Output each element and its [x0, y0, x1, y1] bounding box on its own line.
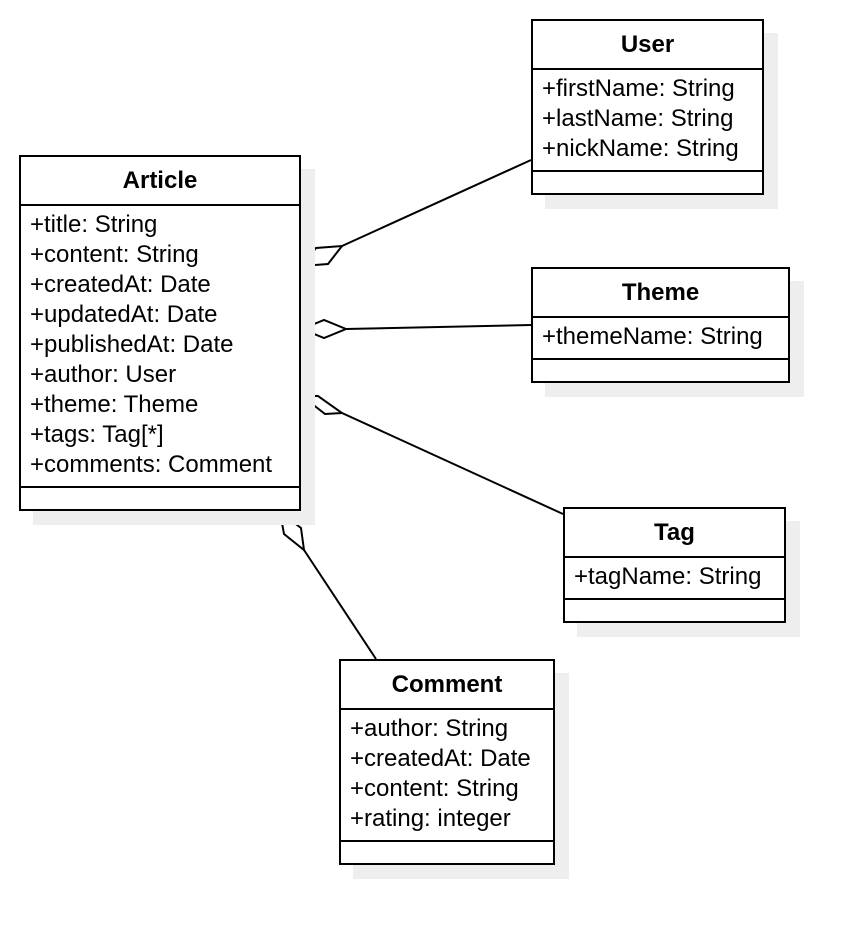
- attribute: +nickName: String: [542, 135, 739, 162]
- attribute: +author: User: [30, 361, 177, 388]
- class-comment[interactable]: Comment +author: String +createdAt: Date…: [339, 659, 555, 865]
- attribute: +tagName: String: [574, 563, 762, 590]
- class-user[interactable]: User +firstName: String +lastName: Strin…: [531, 19, 764, 195]
- attribute: +tags: Tag[*]: [30, 421, 164, 448]
- attribute: +rating: integer: [350, 805, 511, 832]
- class-article-name: Article: [21, 157, 299, 206]
- class-theme-methods: [533, 360, 788, 376]
- class-user-methods: [533, 172, 762, 188]
- attribute: +content: String: [30, 241, 199, 268]
- class-theme[interactable]: Theme +themeName: String: [531, 267, 790, 383]
- class-tag-methods: [565, 600, 784, 616]
- class-theme-name: Theme: [533, 269, 788, 318]
- class-article-methods: [21, 488, 299, 504]
- aggregation-diamond-theme: [299, 318, 349, 340]
- aggregation-diamond-tag: [299, 395, 345, 416]
- attribute: +createdAt: Date: [30, 271, 211, 298]
- aggregation-line-tag: [341, 412, 564, 515]
- attribute: +author: String: [350, 715, 509, 742]
- attribute: +title: String: [30, 211, 158, 238]
- attribute: +theme: Theme: [30, 391, 199, 418]
- attribute: +publishedAt: Date: [30, 331, 234, 358]
- class-tag-name: Tag: [565, 509, 784, 558]
- aggregation-diamond-comment: [278, 509, 306, 553]
- aggregation-line-user: [341, 159, 532, 247]
- class-user-attributes: +firstName: String +lastName: String +ni…: [533, 70, 762, 172]
- class-comment-attributes: +author: String +createdAt: Date +conten…: [341, 710, 553, 842]
- class-comment-methods: [341, 842, 553, 858]
- class-user-name: User: [533, 21, 762, 70]
- attribute: +firstName: String: [542, 75, 735, 102]
- attribute: +themeName: String: [542, 323, 763, 350]
- aggregation-line-theme: [345, 324, 532, 330]
- class-comment-name: Comment: [341, 661, 553, 710]
- attribute: +lastName: String: [542, 105, 734, 132]
- class-tag[interactable]: Tag +tagName: String: [563, 507, 786, 623]
- class-theme-attributes: +themeName: String: [533, 318, 788, 360]
- aggregation-line-comment: [303, 549, 377, 660]
- attribute: +comments: Comment: [30, 451, 273, 478]
- attribute: +updatedAt: Date: [30, 301, 218, 328]
- class-article-attributes: +title: String +content: String +created…: [21, 206, 299, 488]
- attribute: +createdAt: Date: [350, 745, 531, 772]
- aggregation-diamond-user: [299, 244, 345, 268]
- attribute: +content: String: [350, 775, 519, 802]
- class-tag-attributes: +tagName: String: [565, 558, 784, 600]
- class-article[interactable]: Article +title: String +content: String …: [19, 155, 301, 511]
